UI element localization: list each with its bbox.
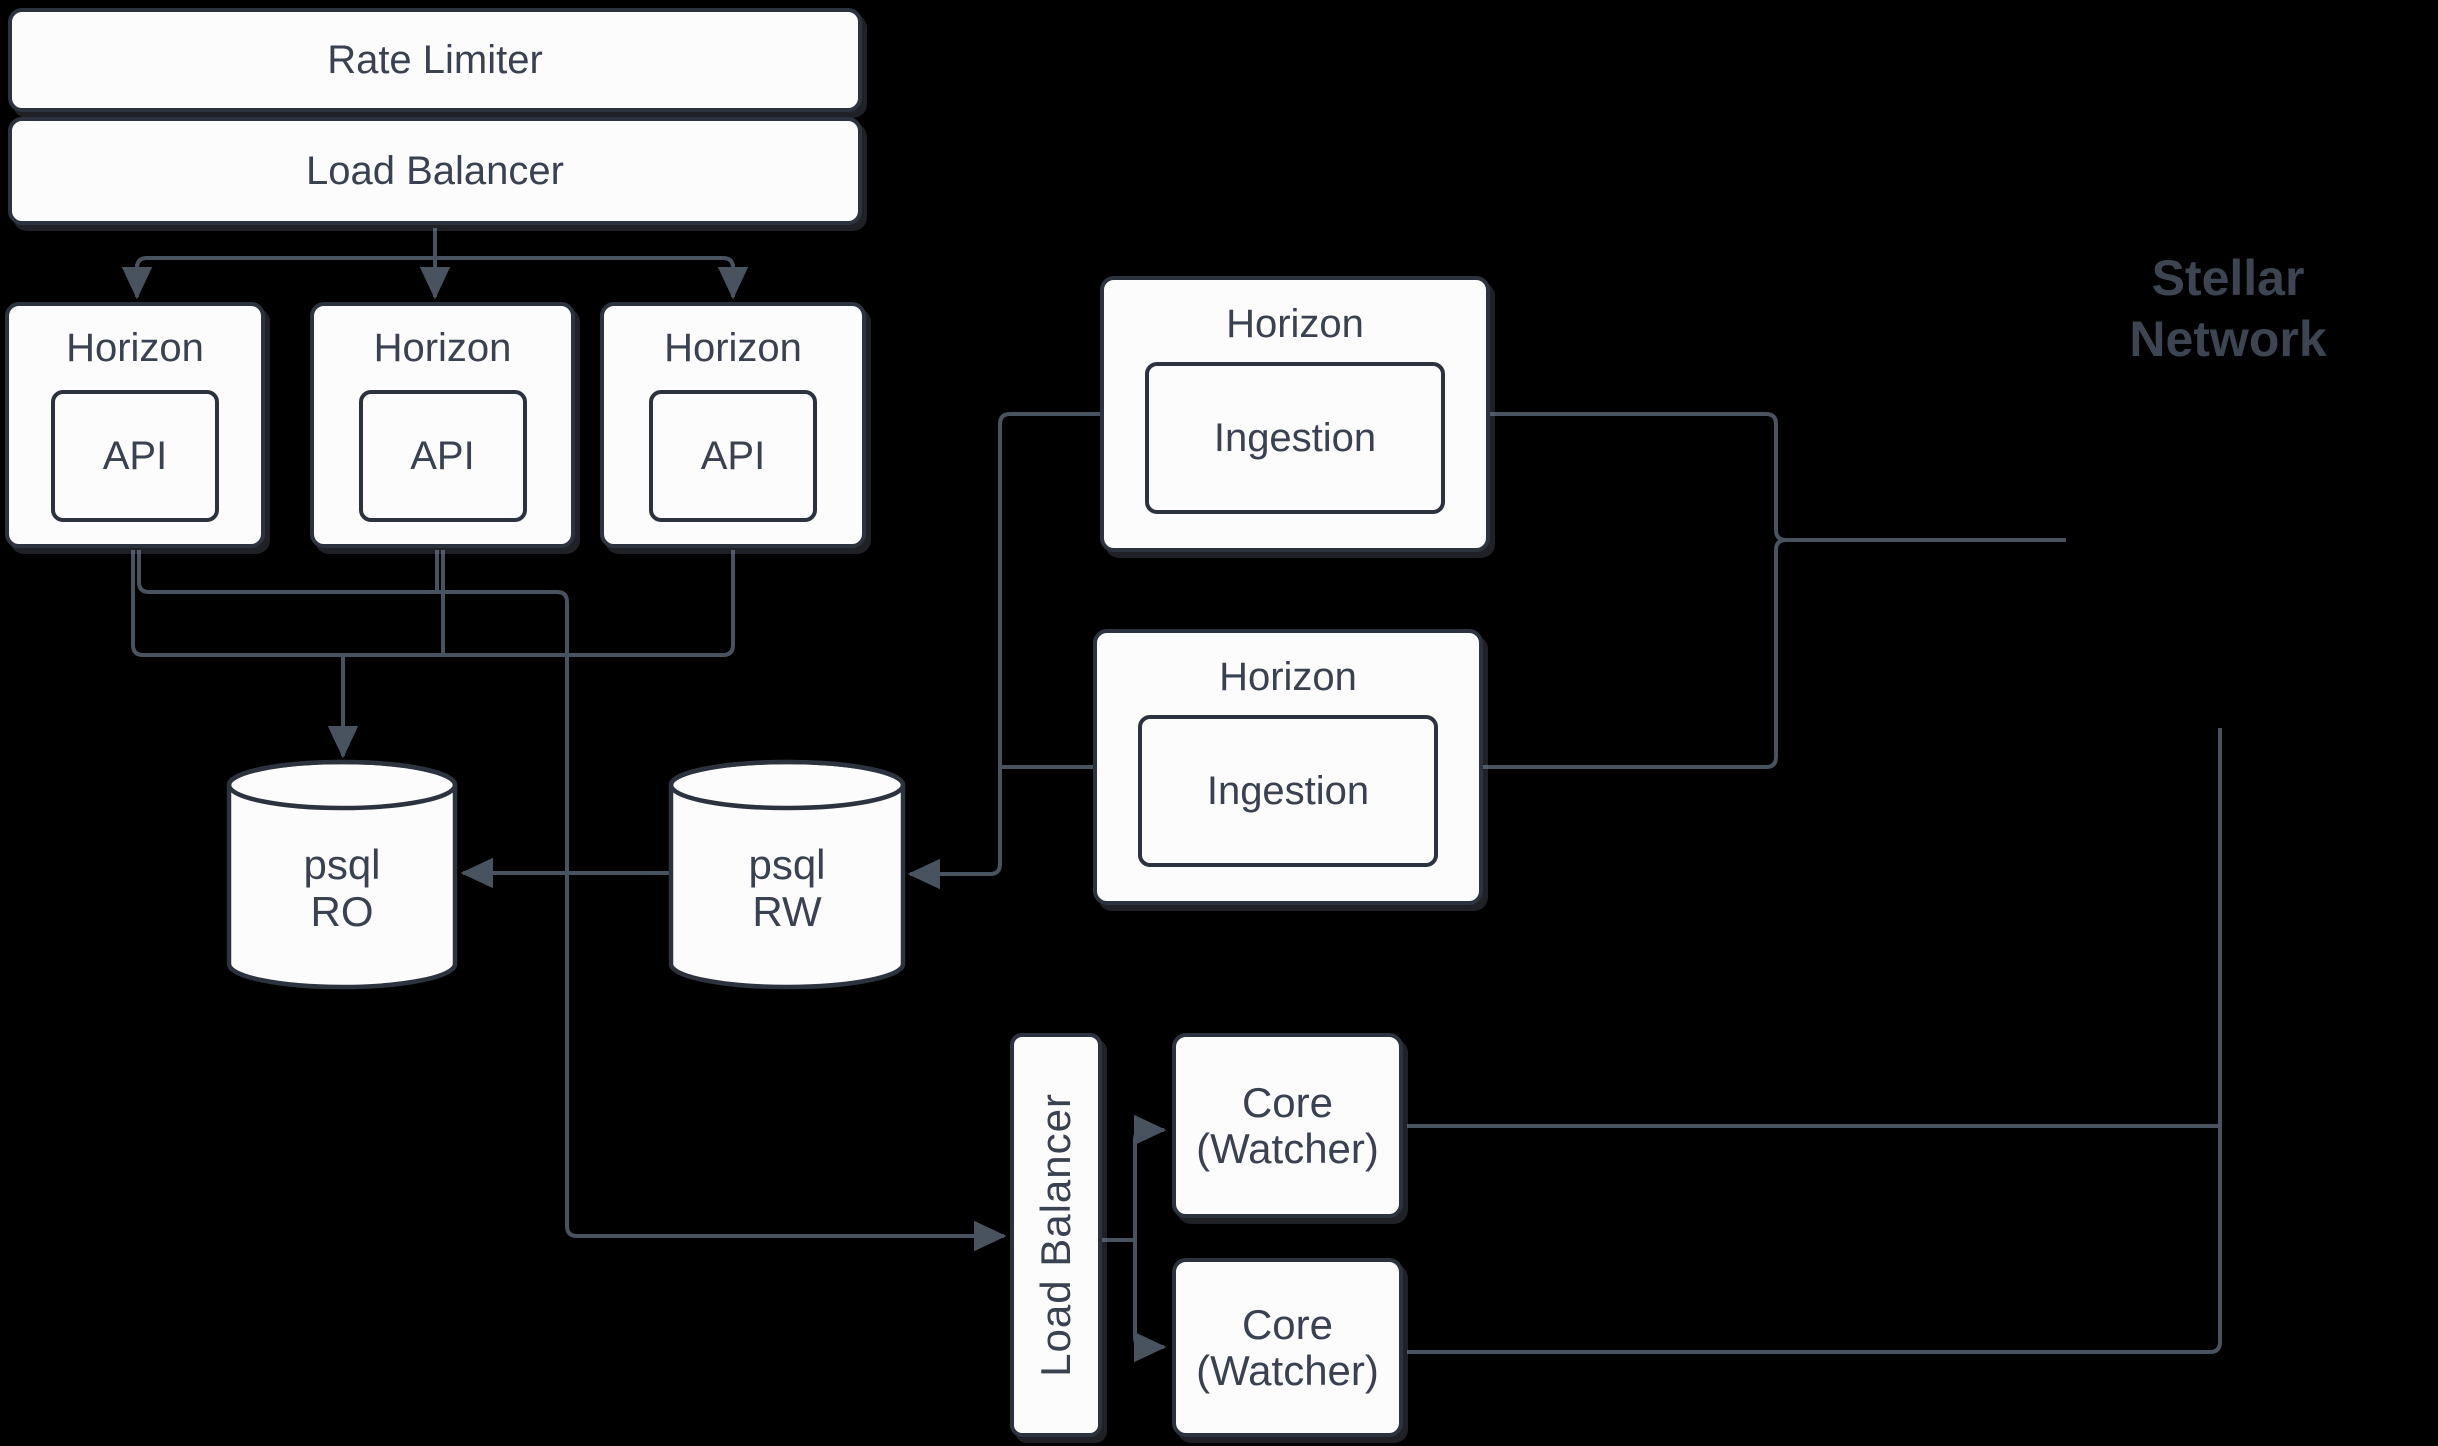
stellar-network-label[interactable]: Stellar Network — [2063, 248, 2393, 370]
core-watcher-1-label: Core (Watcher) — [1196, 1078, 1379, 1172]
ingestion-box[interactable]: Ingestion — [1145, 362, 1445, 514]
node-horizon-api-3[interactable]: Horizon API — [600, 302, 866, 548]
horizon-title: Horizon — [373, 326, 512, 370]
edge-api1-to-ro — [131, 550, 343, 657]
ingestion-label: Ingestion — [1206, 768, 1370, 813]
ingestion-box[interactable]: Ingestion — [1138, 715, 1438, 867]
stellar-line1: Stellar — [2151, 250, 2305, 306]
core-line1: Core — [1241, 1300, 1334, 1348]
edge-api1-to-lb-bottom — [137, 550, 1007, 1252]
node-load-balancer-top[interactable]: Load Balancer — [8, 117, 862, 225]
horizon-title: Horizon — [66, 326, 204, 370]
psql-ro-cylinder[interactable] — [226, 759, 458, 990]
psql-rw-cylinder[interactable] — [668, 759, 906, 990]
edge-ingest2-to-stellar — [1483, 538, 1787, 769]
core-watcher-2-label: Core (Watcher) — [1196, 1300, 1379, 1394]
node-load-balancer-bottom[interactable]: Load Balancer — [1010, 1033, 1102, 1437]
api-box[interactable]: API — [358, 390, 527, 522]
psql-ro-line1: psql — [303, 840, 381, 888]
horizon-title: Horizon — [664, 326, 802, 370]
api-label: API — [102, 433, 168, 478]
rate-limiter-label: Rate Limiter — [327, 38, 543, 82]
edge-api3-to-ro — [343, 550, 735, 657]
psql-ro-line2: RO — [310, 887, 374, 935]
node-horizon-api-1[interactable]: Horizon API — [5, 302, 265, 548]
load-balancer-top-label: Load Balancer — [306, 149, 564, 193]
edge-lbb-to-core2 — [1133, 1240, 1167, 1363]
ingestion-label: Ingestion — [1213, 415, 1377, 460]
node-core-watcher-1[interactable]: Core (Watcher) — [1172, 1033, 1403, 1218]
api-box[interactable]: API — [51, 390, 219, 522]
node-horizon-api-2[interactable]: Horizon API — [310, 302, 575, 548]
node-rate-limiter[interactable]: Rate Limiter — [8, 8, 862, 112]
edge-stellar-to-core2 — [1407, 728, 2222, 1354]
api-box[interactable]: API — [649, 390, 817, 522]
core-line2: (Watcher) — [1196, 1124, 1379, 1172]
node-horizon-ingestion-1[interactable]: Horizon Ingestion — [1100, 276, 1490, 552]
core-line2: (Watcher) — [1196, 1346, 1379, 1394]
load-balancer-bottom-label: Load Balancer — [1032, 1093, 1079, 1377]
core-line1: Core — [1241, 1078, 1334, 1126]
edge-ingest1-to-stellar — [1490, 412, 2066, 542]
node-core-watcher-2[interactable]: Core (Watcher) — [1172, 1258, 1403, 1437]
node-horizon-ingestion-2[interactable]: Horizon Ingestion — [1093, 629, 1483, 905]
api-label: API — [410, 433, 475, 478]
api-label: API — [700, 433, 766, 478]
psql-ro-label: psql RO — [229, 762, 455, 987]
psql-rw-line2: RW — [752, 887, 822, 935]
psql-rw-label: psql RW — [671, 762, 903, 987]
psql-rw-line1: psql — [748, 840, 826, 888]
edge-lbb-to-core1 — [1133, 1114, 1167, 1240]
horizon-title: Horizon — [1226, 302, 1364, 346]
edge-ingest1-to-rw — [907, 412, 1100, 890]
horizon-title: Horizon — [1219, 655, 1357, 699]
stellar-line2: Network — [2129, 311, 2327, 367]
